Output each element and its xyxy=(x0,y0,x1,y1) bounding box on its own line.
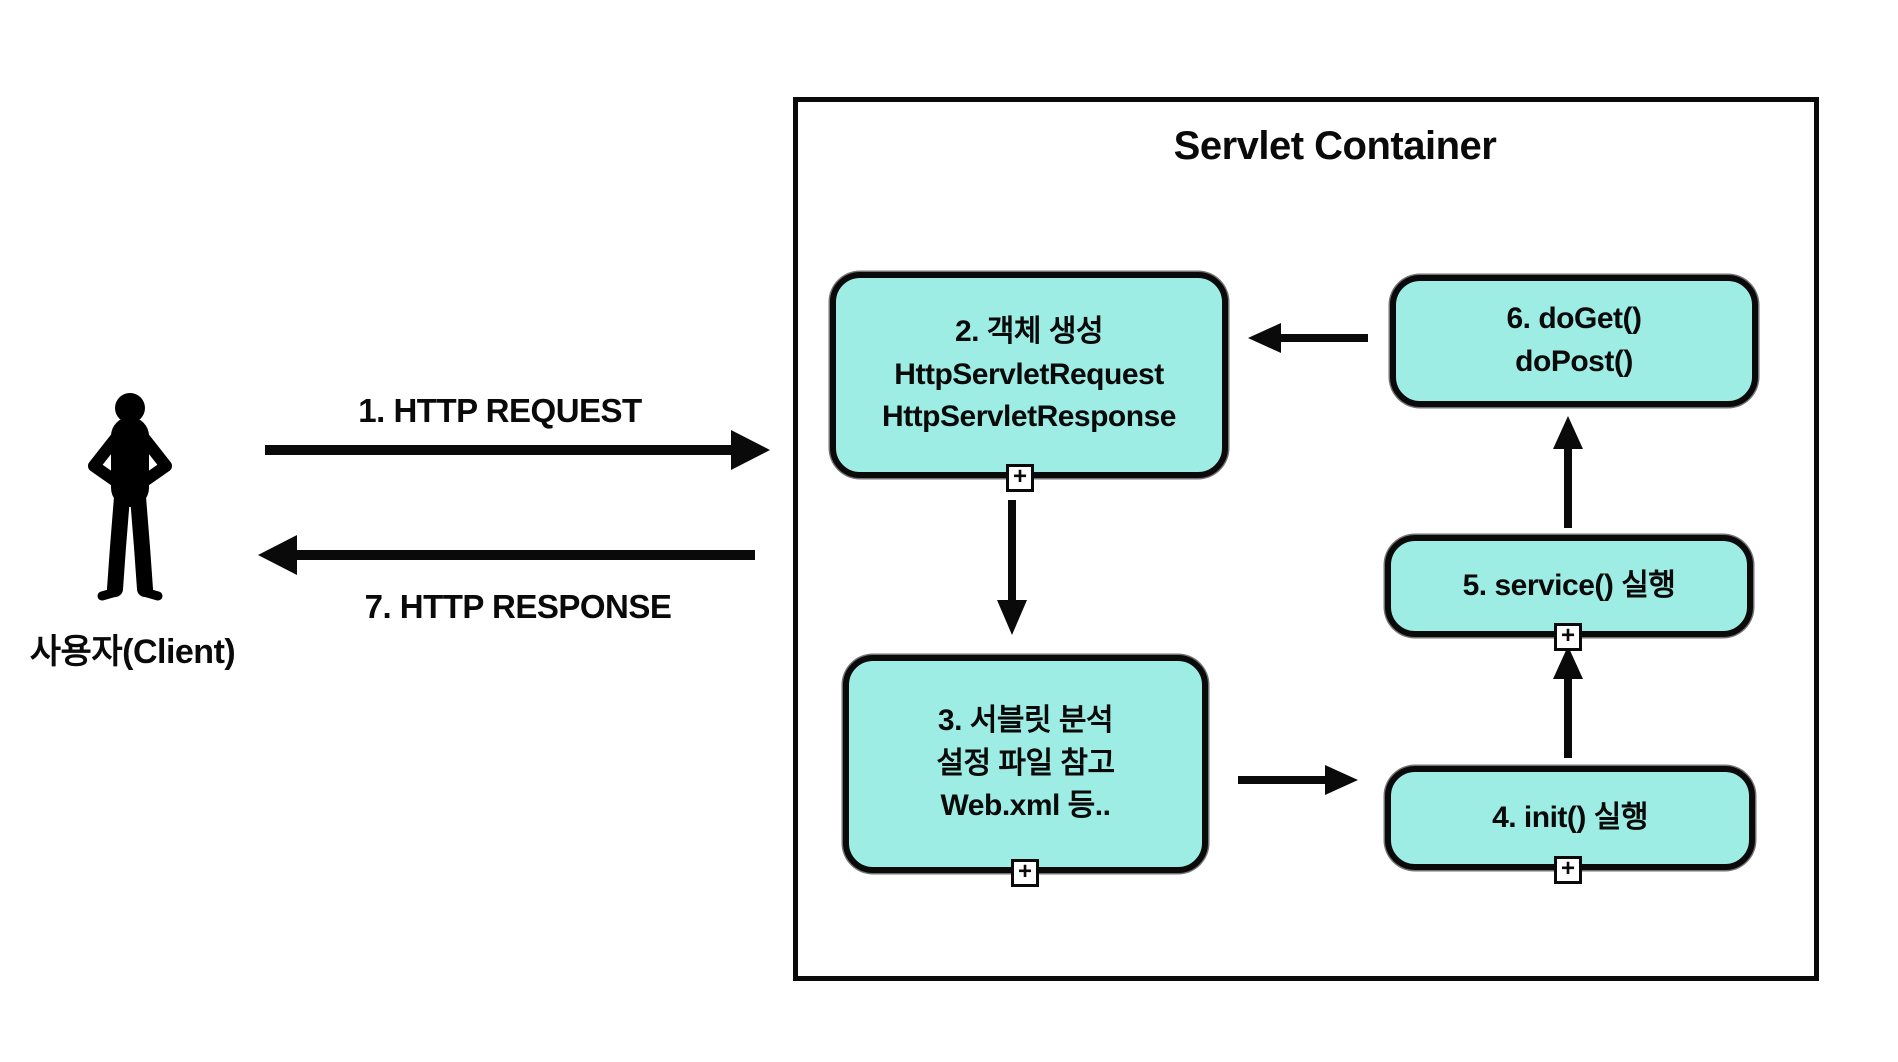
box-analyze-servlet: 3. 서블릿 분석 설정 파일 참고 Web.xml 등.. xyxy=(843,655,1208,873)
box-text-line: HttpServletResponse xyxy=(882,400,1176,434)
box-service: 5. service() 실행 xyxy=(1385,535,1753,637)
box-text-line: doPost() xyxy=(1515,345,1633,378)
box-text-line: 2. 객체 생성 xyxy=(954,315,1104,349)
arrow-analyze-to-init xyxy=(1238,765,1358,795)
client-label: 사용자(Client) xyxy=(29,633,236,671)
box-text-line: 5. service() 실행 xyxy=(1462,568,1676,602)
http-request-label: 1. HTTP REQUEST xyxy=(358,392,642,429)
expand-plus-icon: + xyxy=(1554,856,1582,884)
box-do-get-post: 6. doGet() doPost() xyxy=(1390,275,1758,407)
expand-plus-icon: + xyxy=(1006,464,1034,492)
box-text-line: 4. init() 실행 xyxy=(1492,800,1648,834)
arrow-service-to-doget xyxy=(1553,416,1583,528)
servlet-container-frame xyxy=(793,97,1819,981)
expand-plus-icon: + xyxy=(1011,859,1039,887)
http-request-arrow xyxy=(265,430,770,470)
expand-plus-icon: + xyxy=(1554,623,1582,651)
servlet-container-title: Servlet Container xyxy=(1173,124,1497,168)
arrow-create-to-analyze xyxy=(997,500,1027,635)
arrow-init-to-service xyxy=(1553,646,1583,758)
box-init: 4. init() 실행 xyxy=(1385,766,1755,870)
http-response-label: 7. HTTP RESPONSE xyxy=(364,588,672,625)
arrow-doget-to-create xyxy=(1248,323,1368,353)
http-response-arrow xyxy=(258,535,755,575)
box-create-objects: 2. 객체 생성 HttpServletRequest HttpServletR… xyxy=(830,272,1228,478)
box-text-line: 설정 파일 참고 xyxy=(936,746,1115,780)
box-text-line: 3. 서블릿 분석 xyxy=(937,704,1114,738)
box-text-line: 6. doGet() xyxy=(1506,302,1643,336)
box-text-line: Web.xml 등.. xyxy=(940,789,1111,823)
box-text-line: HttpServletRequest xyxy=(894,357,1164,391)
person-icon xyxy=(88,393,172,601)
